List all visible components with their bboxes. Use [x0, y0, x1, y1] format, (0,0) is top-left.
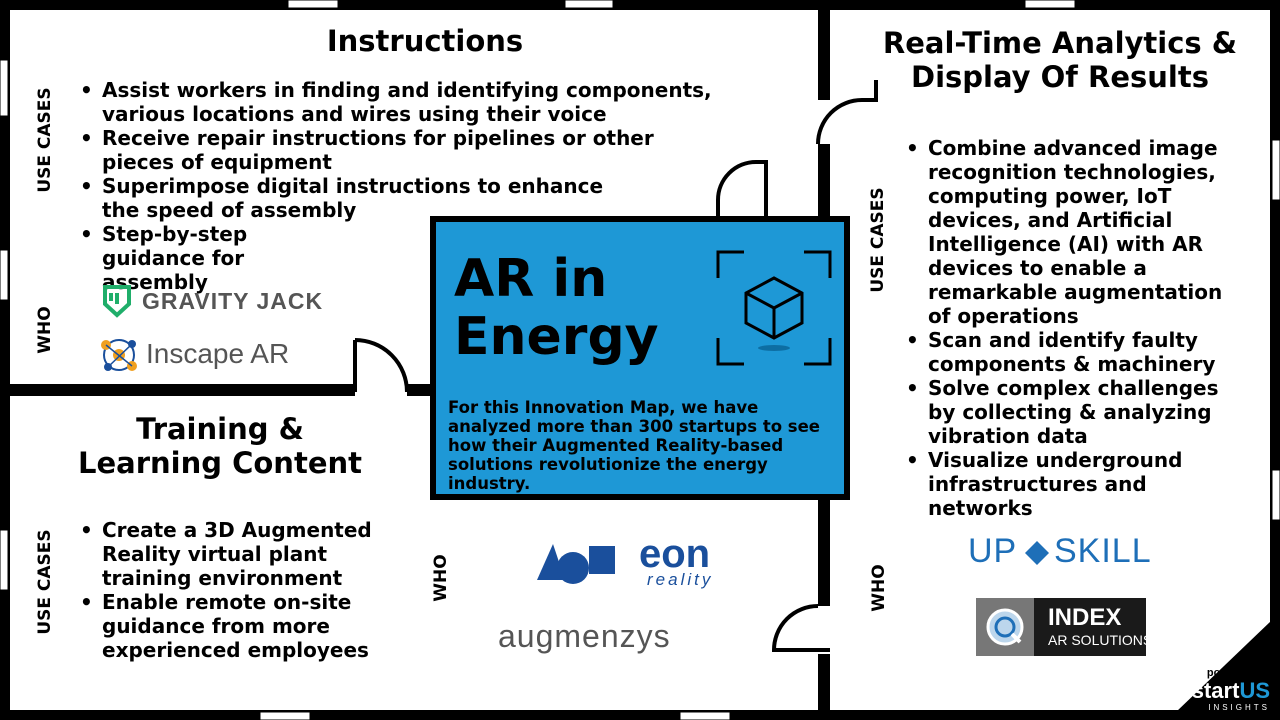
startus-wordmark: startUS — [1191, 678, 1270, 703]
augmenzys-logo: augmenzys — [498, 618, 748, 654]
upskill-diamond-icon — [1025, 541, 1049, 565]
analytics-title: Real-Time Analytics & Display Of Results — [882, 26, 1238, 95]
list-item: Scan and identify faulty components & ma… — [906, 328, 1218, 376]
window-mark — [287, 0, 339, 9]
window-mark — [564, 0, 614, 9]
center-description: For this Innovation Map, we have analyze… — [448, 398, 820, 493]
inscape-ar-wordmark: Inscape AR — [146, 338, 290, 369]
list-item: Solve complex challenges by collecting &… — [906, 376, 1248, 448]
gravity-jack-wordmark: GRAVITY JACK — [142, 288, 324, 314]
index-wordmark: INDEX — [1048, 604, 1122, 631]
upskill-wordmark-skill: SKILL — [1054, 532, 1152, 570]
index-ar-solutions-logo: INDEX AR SOLUTIONS — [976, 598, 1152, 656]
center-title: AR in Energy — [454, 250, 694, 366]
ar-solutions-wordmark: AR SOLUTIONS — [1048, 632, 1153, 648]
list-item: Step-by-step guidance for assembly — [80, 222, 342, 294]
instructions-use-cases-label: USE CASES — [35, 87, 55, 193]
eon-reality-logo: eon reality — [535, 532, 725, 594]
center-title-line2: Energy — [454, 307, 659, 367]
gravity-jack-logo: GRAVITY JACK — [102, 284, 342, 320]
window-mark — [259, 711, 311, 720]
gravity-jack-icon — [103, 285, 131, 318]
window-mark — [1024, 0, 1076, 9]
training-title: Training & Learning Content — [78, 412, 362, 481]
instructions-room: Instructions USE CASES WHO Assist worker… — [10, 10, 818, 384]
center-box: AR in Energy For this Innovation Map, we… — [430, 216, 850, 500]
list-item: Superimpose digital instructions to enha… — [80, 174, 622, 222]
window-mark — [679, 711, 731, 720]
center-panel: AR in Energy For this Innovation Map, we… — [436, 222, 844, 494]
startus-brand-start: start — [1191, 678, 1240, 703]
window-mark — [1271, 469, 1280, 521]
instructions-bullet-list: Assist workers in finding and identifyin… — [80, 78, 780, 294]
list-item: Create a 3D Augmented Reality virtual pl… — [80, 518, 380, 590]
analytics-room: Real-Time Analytics & Display Of Results… — [830, 10, 1270, 710]
training-bullet-list: Create a 3D Augmented Reality virtual pl… — [80, 518, 380, 662]
window-mark — [0, 249, 9, 301]
augmenzys-wordmark: augmenzys — [498, 618, 671, 654]
window-mark — [0, 59, 9, 117]
analytics-bullet-list: Combine advanced image recognition techn… — [906, 136, 1246, 520]
list-item: Visualize underground infrastructures an… — [906, 448, 1246, 520]
index-logo-icon-box — [976, 598, 1034, 656]
inscape-network-icon — [101, 339, 137, 371]
list-item: Combine advanced image recognition techn… — [906, 136, 1246, 328]
list-item: Enable remote on-site guidance from more… — [80, 590, 380, 662]
training-use-cases-label: USE CASES — [35, 529, 55, 635]
index-target-icon — [986, 608, 1024, 646]
reality-wordmark: reality — [647, 570, 714, 589]
inscape-ar-logo: Inscape AR — [96, 332, 326, 378]
window-mark — [1271, 139, 1280, 201]
analytics-use-cases-label: USE CASES — [868, 187, 888, 293]
list-item: Receive repair instructions for pipeline… — [80, 126, 722, 174]
upskill-wordmark-up: UP — [968, 532, 1018, 570]
startus-brand-us: US — [1239, 678, 1270, 703]
analytics-who-label: WHO — [869, 564, 889, 612]
training-room: Training & Learning Content USE CASES WH… — [10, 396, 818, 710]
eon-shapes-icon — [537, 544, 615, 584]
upskill-logo: UP SKILL — [968, 532, 1168, 572]
instructions-who-label: WHO — [35, 306, 55, 354]
powered-by-label: powered by — [1206, 667, 1268, 679]
window-mark — [0, 529, 9, 591]
training-who-label: WHO — [431, 554, 451, 602]
instructions-title: Instructions — [326, 24, 524, 58]
list-item: Assist workers in finding and identifyin… — [80, 78, 762, 126]
startus-insights: INSIGHTS — [1208, 703, 1270, 712]
eon-wordmark: eon — [639, 532, 711, 576]
center-title-line1: AR in — [454, 249, 608, 309]
ar-cube-icon — [716, 250, 832, 366]
powered-by-badge: powered by startUS INSIGHTS — [1192, 667, 1270, 712]
